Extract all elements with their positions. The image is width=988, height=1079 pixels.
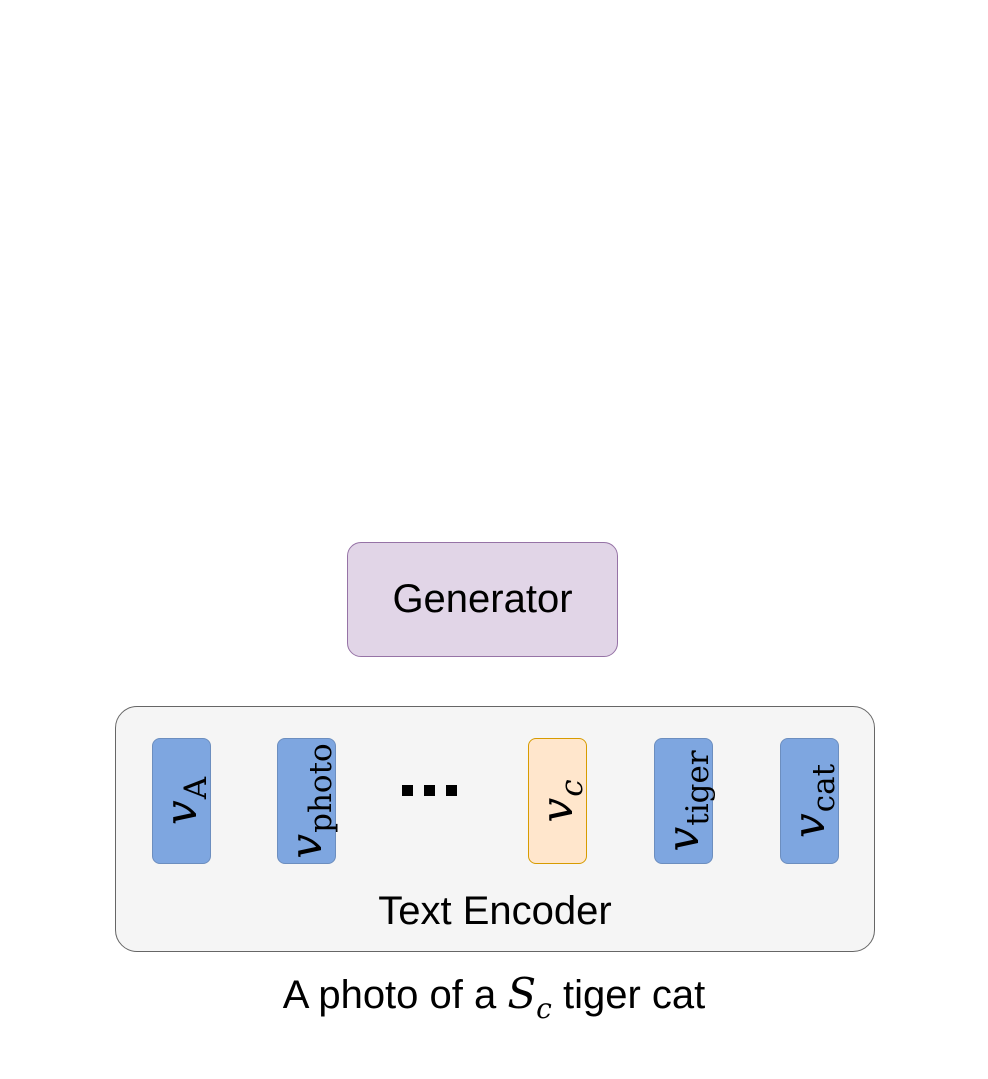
token-v-a-label: vA <box>155 776 214 826</box>
token-v-c-label: vc <box>531 779 590 823</box>
token-v-cat-label: vcat <box>783 763 842 839</box>
generator-box: Generator <box>347 542 618 657</box>
token-v-c: vc <box>528 738 590 864</box>
text-encoder-label: Text Encoder <box>378 889 612 933</box>
caption-prefix: A photo of a <box>282 973 508 1017</box>
token-v-tiger: vtiger <box>654 738 716 864</box>
token-ellipsis <box>398 769 468 809</box>
token-v-cat: vcat <box>780 738 842 864</box>
token-v-a: vA <box>152 738 214 864</box>
caption-suffix: tiger cat <box>551 973 706 1017</box>
token-v-photo-label: vphoto <box>280 743 339 859</box>
token-v-photo: vphoto <box>277 738 339 864</box>
prompt-caption: A photo of a Sc tiger cat <box>0 962 988 1031</box>
generator-label: Generator <box>392 577 573 621</box>
token-v-tiger-label: vtiger <box>657 750 716 852</box>
caption-token-symbol: Sc <box>507 969 552 1025</box>
text-encoder-box: vA vphoto vc vtiger vcat Text Encoder <box>115 706 875 952</box>
